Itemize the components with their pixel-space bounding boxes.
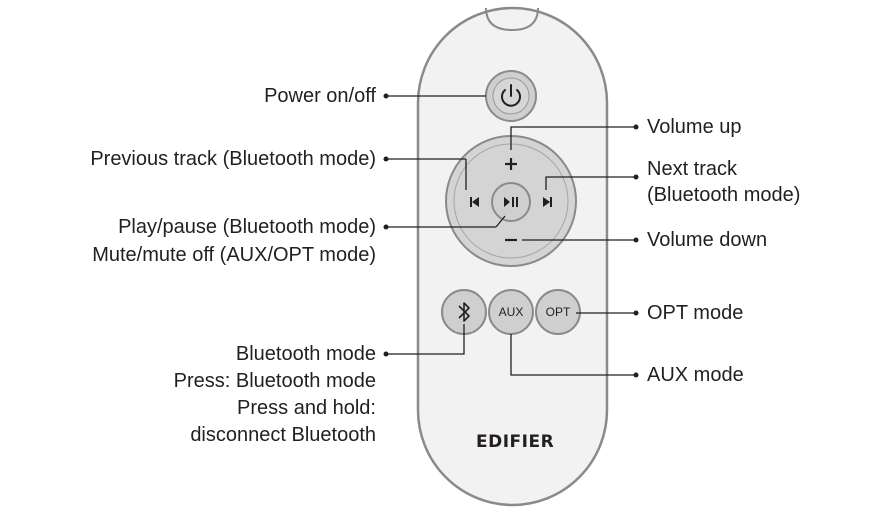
- previous-track-icon: [470, 197, 479, 207]
- leader-lines: [386, 95, 636, 376]
- next-track-button[interactable]: [534, 185, 566, 217]
- leader-bluetooth: [386, 324, 465, 355]
- label-next-track: Next track (Bluetooth mode): [647, 158, 801, 206]
- opt-button[interactable]: OPT: [535, 289, 581, 335]
- label-aux-mode: AUX mode: [647, 364, 744, 386]
- volume-down-button[interactable]: [490, 225, 532, 259]
- previous-track-button[interactable]: [456, 185, 488, 217]
- power-button[interactable]: [485, 70, 537, 122]
- play-pause-icon: [504, 197, 518, 207]
- label-volume-up: Volume up: [647, 116, 742, 138]
- label-opt-mode: OPT mode: [647, 302, 744, 324]
- aux-button[interactable]: AUX: [488, 289, 534, 335]
- bluetooth-icon: [458, 302, 470, 322]
- label-power: Power on/off: [264, 85, 376, 107]
- leader-play-bend: [495, 215, 506, 228]
- opt-button-label: OPT: [546, 305, 571, 319]
- play-pause-button[interactable]: [491, 182, 531, 222]
- leader-aux: [510, 334, 636, 376]
- label-bluetooth: Bluetooth mode Press: Bluetooth mode Pre…: [173, 343, 376, 446]
- label-play-pause: Play/pause (Bluetooth mode) Mute/mute of…: [92, 216, 376, 266]
- volume-up-icon: [505, 158, 517, 170]
- aux-button-label: AUX: [499, 305, 524, 319]
- leader-dots: [383, 93, 639, 378]
- label-previous-track: Previous track (Bluetooth mode): [90, 148, 376, 170]
- brand-logo: EDIFIER: [476, 432, 555, 452]
- remote-top-notch: [485, 7, 539, 32]
- leader-volume-up: [510, 126, 636, 150]
- leader-next: [545, 176, 636, 190]
- power-icon: [501, 84, 521, 107]
- volume-up-button[interactable]: [490, 146, 532, 180]
- label-volume-down: Volume down: [647, 229, 768, 251]
- next-track-icon: [543, 197, 552, 207]
